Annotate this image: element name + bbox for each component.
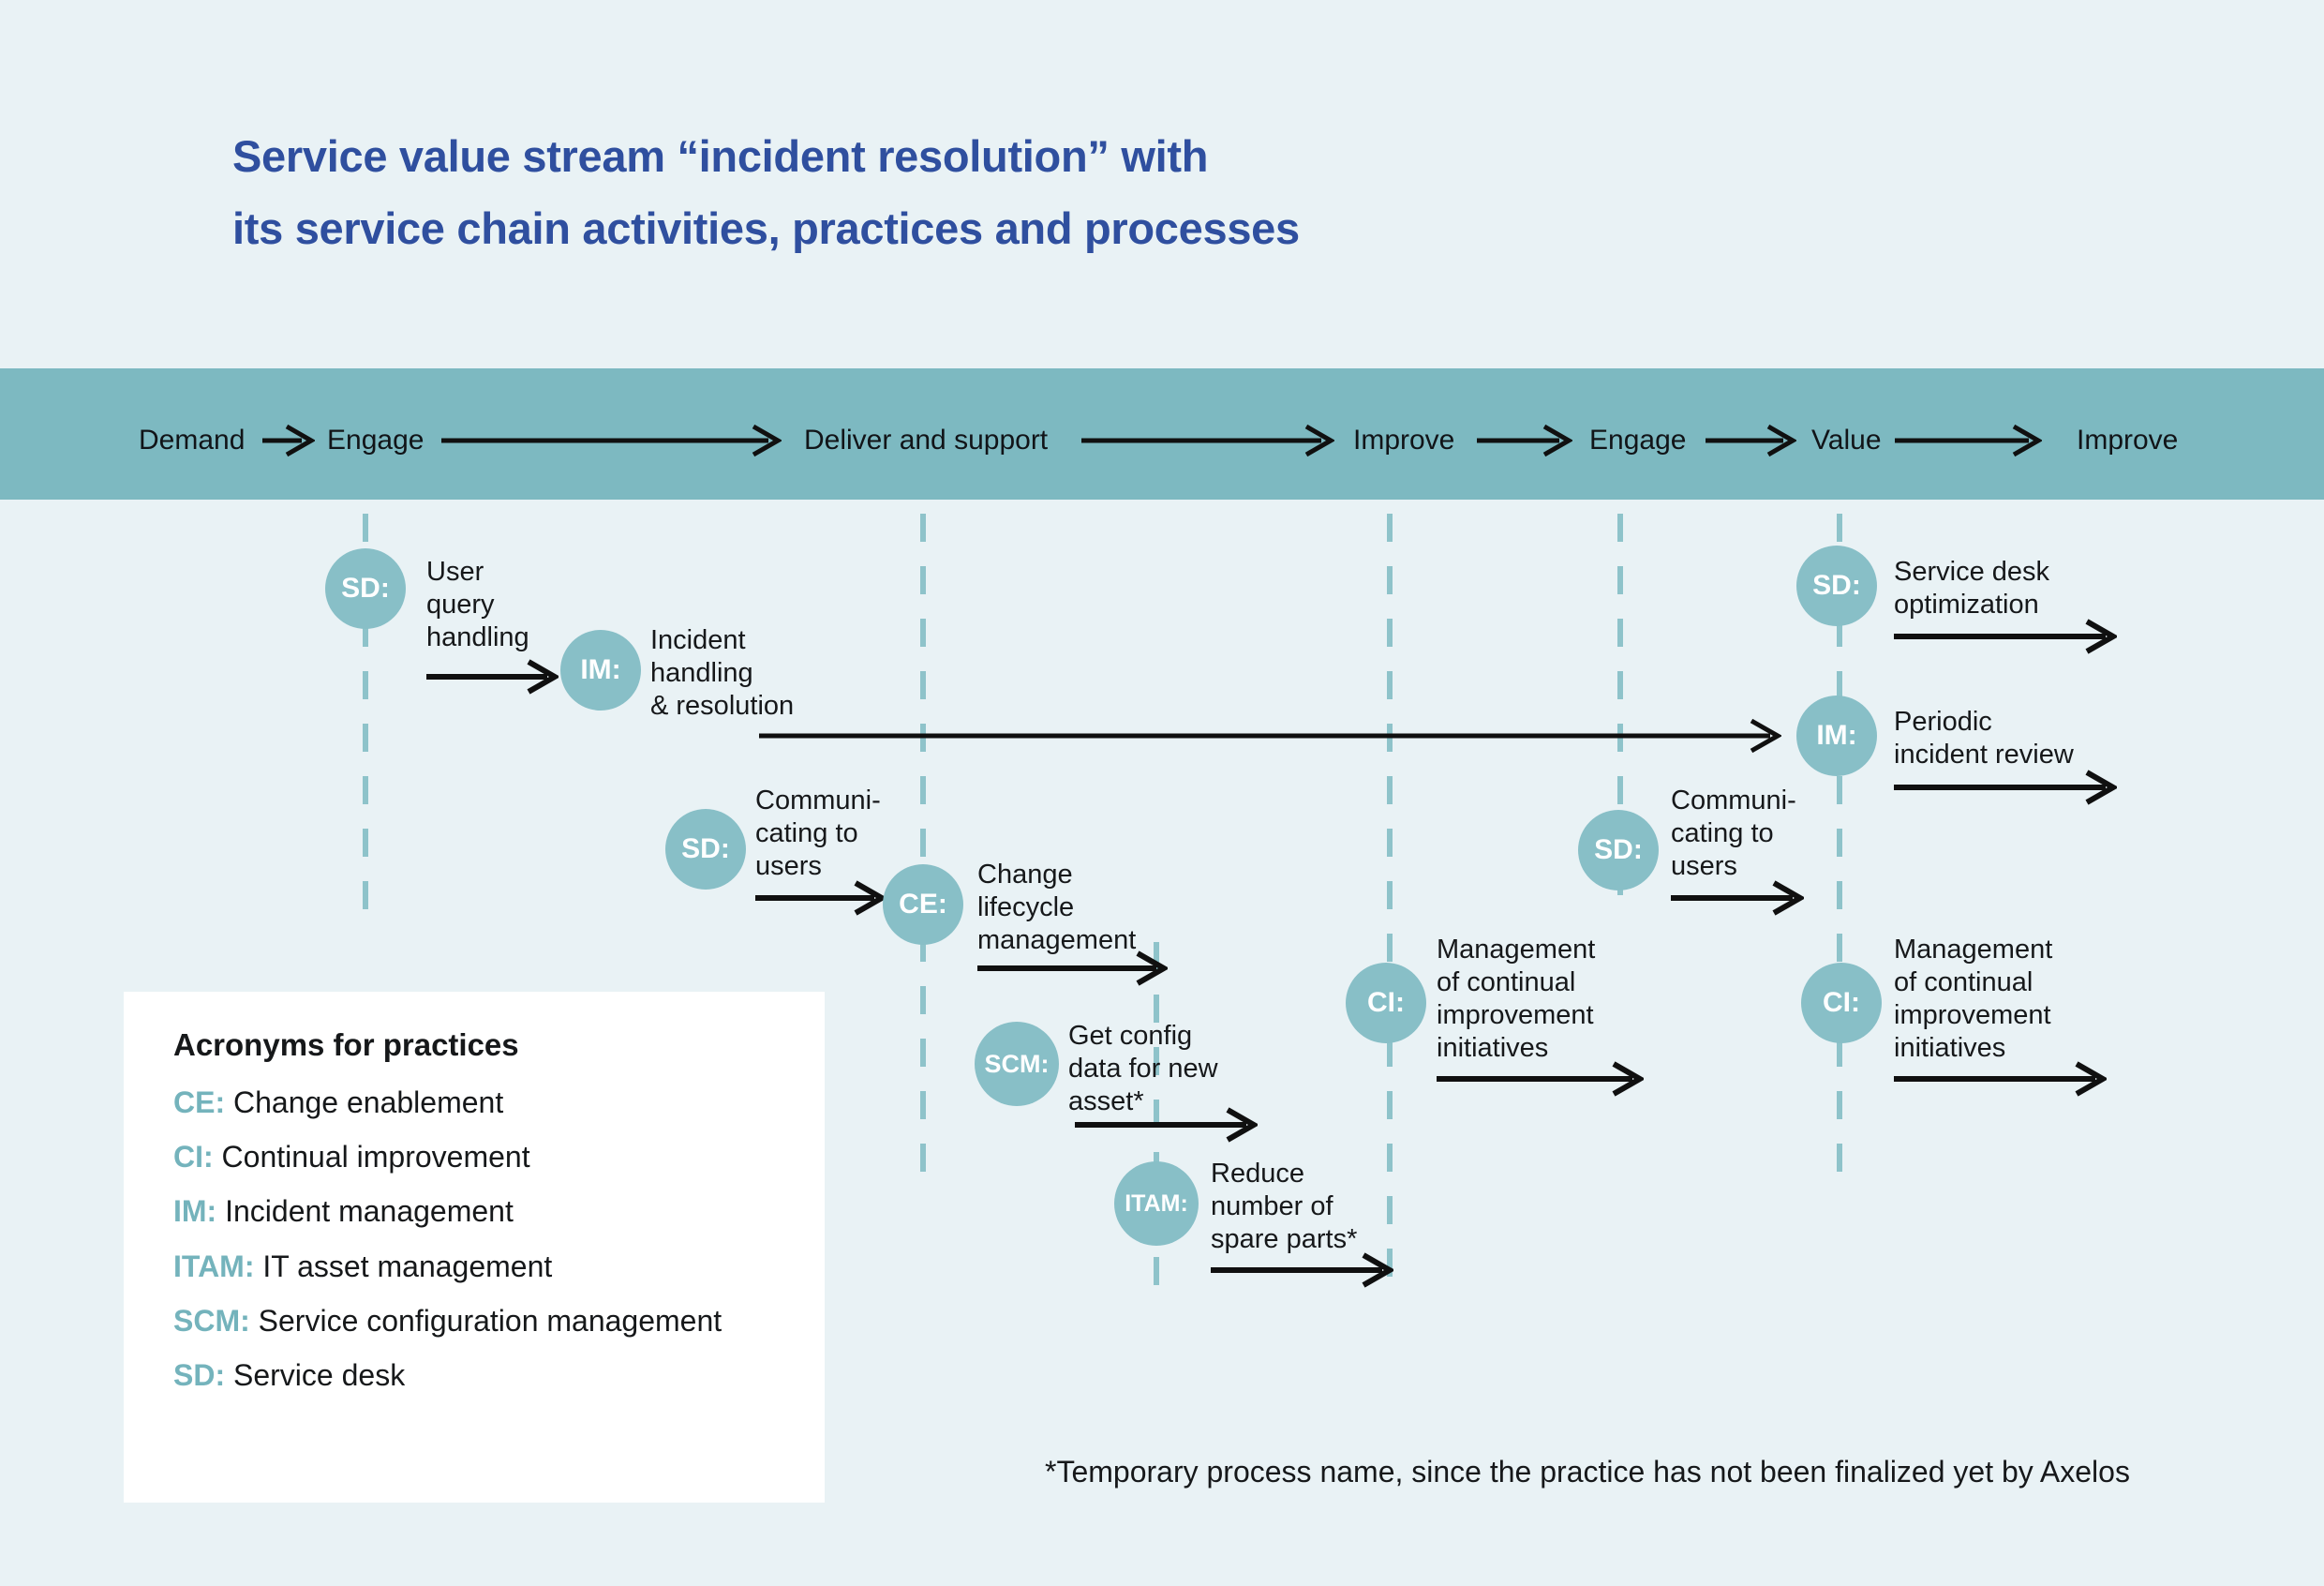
phase-divider-line	[363, 514, 368, 928]
footnote: *Temporary process name, since the pract…	[1045, 1455, 2130, 1489]
node-sd-optimization: SD:	[1796, 546, 1877, 626]
phase-divider-line	[1617, 514, 1623, 895]
legend-item-im: IM: Incident management	[173, 1194, 514, 1229]
node-label-user-query: User query handling	[426, 557, 529, 652]
legend-box: Acronyms for practices CE: Change enable…	[124, 992, 825, 1503]
node-abbr: IM:	[1816, 720, 1857, 751]
band-label-improve-2: Improve	[2077, 425, 2179, 456]
legend-label: Service configuration management	[258, 1304, 723, 1338]
legend-abbr: ITAM:	[173, 1249, 255, 1283]
phase-divider-line	[920, 514, 926, 1190]
node-abbr: IM:	[580, 654, 621, 685]
node-ci-right: CI:	[1801, 963, 1882, 1043]
band-arrow-icon	[1895, 424, 2042, 457]
band-label-improve-1: Improve	[1353, 425, 1455, 456]
activity-band	[0, 368, 2324, 500]
legend-abbr: CI:	[173, 1140, 214, 1174]
legend-abbr: SD:	[173, 1358, 226, 1392]
flow-arrow-icon	[1894, 1061, 2107, 1097]
legend-label: Continual improvement	[221, 1140, 530, 1174]
node-abbr: CI:	[1367, 987, 1405, 1018]
flow-arrow-icon	[1437, 1061, 1644, 1097]
flow-arrow-icon	[977, 950, 1168, 986]
flow-arrow-icon	[755, 880, 886, 916]
band-arrow-icon	[1706, 424, 1796, 457]
band-arrow-icon	[1477, 424, 1572, 457]
node-label-get-config: Get config data for new asset*	[1068, 1021, 1218, 1116]
legend-label: Incident management	[225, 1194, 514, 1228]
node-label-sd-optimization: Service desk optimization	[1894, 557, 2050, 620]
band-label-engage-2: Engage	[1589, 425, 1687, 456]
node-abbr: CI:	[1823, 987, 1860, 1018]
node-ce-change: CE:	[883, 864, 963, 945]
node-im-periodic: IM:	[1796, 696, 1877, 776]
node-abbr: CE:	[899, 889, 947, 920]
band-label-engage-1: Engage	[327, 425, 425, 456]
legend-title: Acronyms for practices	[173, 1027, 519, 1062]
node-label-mgmt-right: Management of continual improvement init…	[1894, 935, 2053, 1063]
node-label-communicating-left: Communi- cating to users	[755, 786, 881, 881]
node-abbr: SD:	[1594, 834, 1643, 865]
flow-arrow-icon	[1075, 1107, 1258, 1143]
flow-arrow-icon	[1211, 1252, 1393, 1288]
legend-item-ce: CE: Change enablement	[173, 1085, 503, 1120]
phase-divider-line	[1387, 514, 1393, 1289]
node-label-periodic: Periodic incident review	[1894, 707, 2074, 770]
legend-item-ci: CI: Continual improvement	[173, 1140, 530, 1175]
flow-arrow-icon	[1671, 880, 1804, 916]
node-scm-config: SCM:	[975, 1022, 1059, 1106]
legend-abbr: SCM:	[173, 1304, 250, 1338]
node-label-spare-parts: Reduce number of spare parts*	[1211, 1159, 1358, 1254]
phase-divider-line	[1837, 514, 1842, 1195]
page-title: Service value stream “incident resolutio…	[232, 131, 1300, 253]
phase-divider-line	[1154, 942, 1159, 1289]
flow-arrow-incident-resolution	[759, 718, 1781, 754]
node-label-change: Change lifecycle management	[977, 860, 1137, 955]
legend-label: Service desk	[233, 1358, 406, 1392]
band-arrow-icon	[262, 424, 315, 457]
flow-arrow-icon	[1894, 619, 2117, 654]
node-label-incident: Incident handling & resolution	[650, 625, 795, 721]
legend-item-sd: SD: Service desk	[173, 1358, 405, 1393]
node-label-communicating-right: Communi- cating to users	[1671, 786, 1796, 881]
node-itam-spare: ITAM:	[1114, 1161, 1199, 1246]
band-label-value: Value	[1811, 425, 1882, 456]
node-abbr: SCM:	[984, 1049, 1050, 1078]
node-sd-communicating-right: SD:	[1578, 810, 1659, 890]
legend-label: Change enablement	[233, 1085, 504, 1119]
legend-item-itam: ITAM: IT asset management	[173, 1249, 552, 1284]
node-abbr: SD:	[681, 833, 730, 864]
flow-arrow-icon	[1894, 770, 2117, 805]
node-sd-communicating-left: SD:	[665, 809, 746, 890]
legend-abbr: CE:	[173, 1085, 226, 1119]
band-label-demand: Demand	[139, 425, 246, 456]
node-im-incident: IM:	[560, 630, 641, 711]
flow-arrow-icon	[426, 659, 559, 695]
node-abbr: SD:	[341, 573, 390, 604]
node-label-mgmt-left: Management of continual improvement init…	[1437, 935, 1596, 1063]
node-sd-user-query: SD:	[325, 548, 406, 629]
band-arrow-icon	[441, 424, 782, 457]
band-label-deliver-support: Deliver and support	[804, 425, 1049, 456]
node-abbr: SD:	[1812, 570, 1861, 601]
legend-label: IT asset management	[262, 1249, 553, 1283]
band-arrow-icon	[1081, 424, 1334, 457]
legend-abbr: IM:	[173, 1194, 217, 1228]
node-abbr: ITAM:	[1125, 1190, 1188, 1217]
node-ci-left: CI:	[1346, 963, 1426, 1043]
legend-item-scm: SCM: Service configuration management	[173, 1304, 722, 1339]
